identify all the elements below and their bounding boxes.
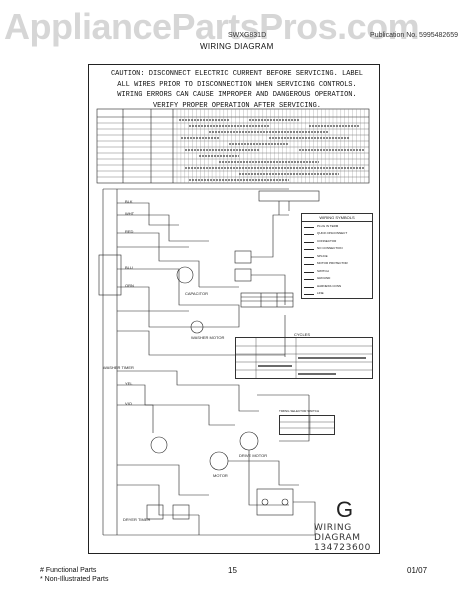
diagram-id-block: G WIRING DIAGRAM 134723600: [314, 497, 379, 553]
wiring-diagram-sheet: CAUTION: DISCONNECT ELECTRIC CURRENT BEF…: [88, 64, 380, 554]
footer-notes: # Functional Parts * Non-Illustrated Par…: [40, 566, 108, 584]
wiring-symbols-legend: WIRING SYMBOLS PLUG IN TERM QUICK DISCON…: [301, 213, 373, 299]
schematic-label: YEL: [125, 381, 133, 386]
publication-number: Publication No. 5995482659: [370, 32, 458, 39]
legend-item: MOTOR PROTECTOR: [302, 260, 372, 268]
diagram-id-caption: WIRING DIAGRAM: [314, 523, 361, 543]
caution-line: CAUTION: DISCONNECT ELECTRIC CURRENT BEF…: [110, 70, 364, 78]
timing-selector-title: TIMING SELECTOR SWITCH: [279, 409, 320, 413]
schematic-label: CAPACITOR: [185, 291, 208, 296]
schematic-label: DRYER TIMER: [123, 517, 151, 522]
schematic-label: RED: [125, 229, 134, 234]
legend-item: NO CONNECTION: [302, 245, 372, 253]
legend-item: PLUG IN TERM: [302, 222, 372, 230]
schematic-label: DRIVE MOTOR: [239, 453, 268, 458]
watermark-logo: AppliancePartsPros.com: [4, 6, 420, 47]
caution-line: VERIFY PROPER OPERATION AFTER SERVICING.: [152, 101, 322, 110]
legend-item: HARNESS CONN: [302, 282, 372, 290]
caution-notice: CAUTION: DISCONNECT ELECTRIC CURRENT BEF…: [107, 69, 367, 111]
section-title: WIRING DIAGRAM: [200, 42, 274, 51]
legend-title: WIRING SYMBOLS: [302, 214, 372, 222]
legend-item: LINE: [302, 290, 372, 298]
legend-item: CONNECTOR: [302, 237, 372, 245]
legend-item: GROUND: [302, 275, 372, 283]
schematic-label: WASHER MOTOR: [191, 335, 225, 340]
schematic-label: VIO: [125, 401, 132, 406]
cycles-grid: [236, 338, 372, 378]
footer-date: 01/07: [407, 566, 428, 575]
schematic-label: BLU: [125, 265, 133, 270]
page-number: 15: [228, 566, 237, 575]
caution-line: ALL WIRES PRIOR TO DISCONNECTION WHEN SE…: [117, 80, 357, 89]
cycles-title: CYCLES: [294, 332, 311, 337]
schematic-label: WHT: [125, 211, 135, 216]
timing-selector-table: [279, 415, 335, 435]
legend-item: QUICK DISCONNECT: [302, 230, 372, 238]
diagram-id-number: 134723600: [314, 543, 371, 553]
schematic-label: MOTOR: [213, 473, 228, 478]
legend-item: SWITCH: [302, 267, 372, 275]
schematic-label: ORN: [125, 283, 134, 288]
footer-functional-parts: # Functional Parts: [40, 567, 97, 574]
schematic-label: WASHER TIMER: [103, 365, 134, 370]
model-number: SWXG831D: [228, 32, 267, 39]
caution-line: WIRING ERRORS CAN CAUSE IMPROPER AND DAN…: [117, 91, 357, 99]
diagram-id-letter: G: [336, 497, 354, 522]
cycles-table: CYCLES: [235, 332, 373, 379]
wiring-schematic: [96, 108, 370, 536]
schematic-label: BLK: [125, 199, 133, 204]
legend-item: SPLICE: [302, 252, 372, 260]
footer-non-illustrated-parts: * Non-Illustrated Parts: [40, 576, 109, 583]
